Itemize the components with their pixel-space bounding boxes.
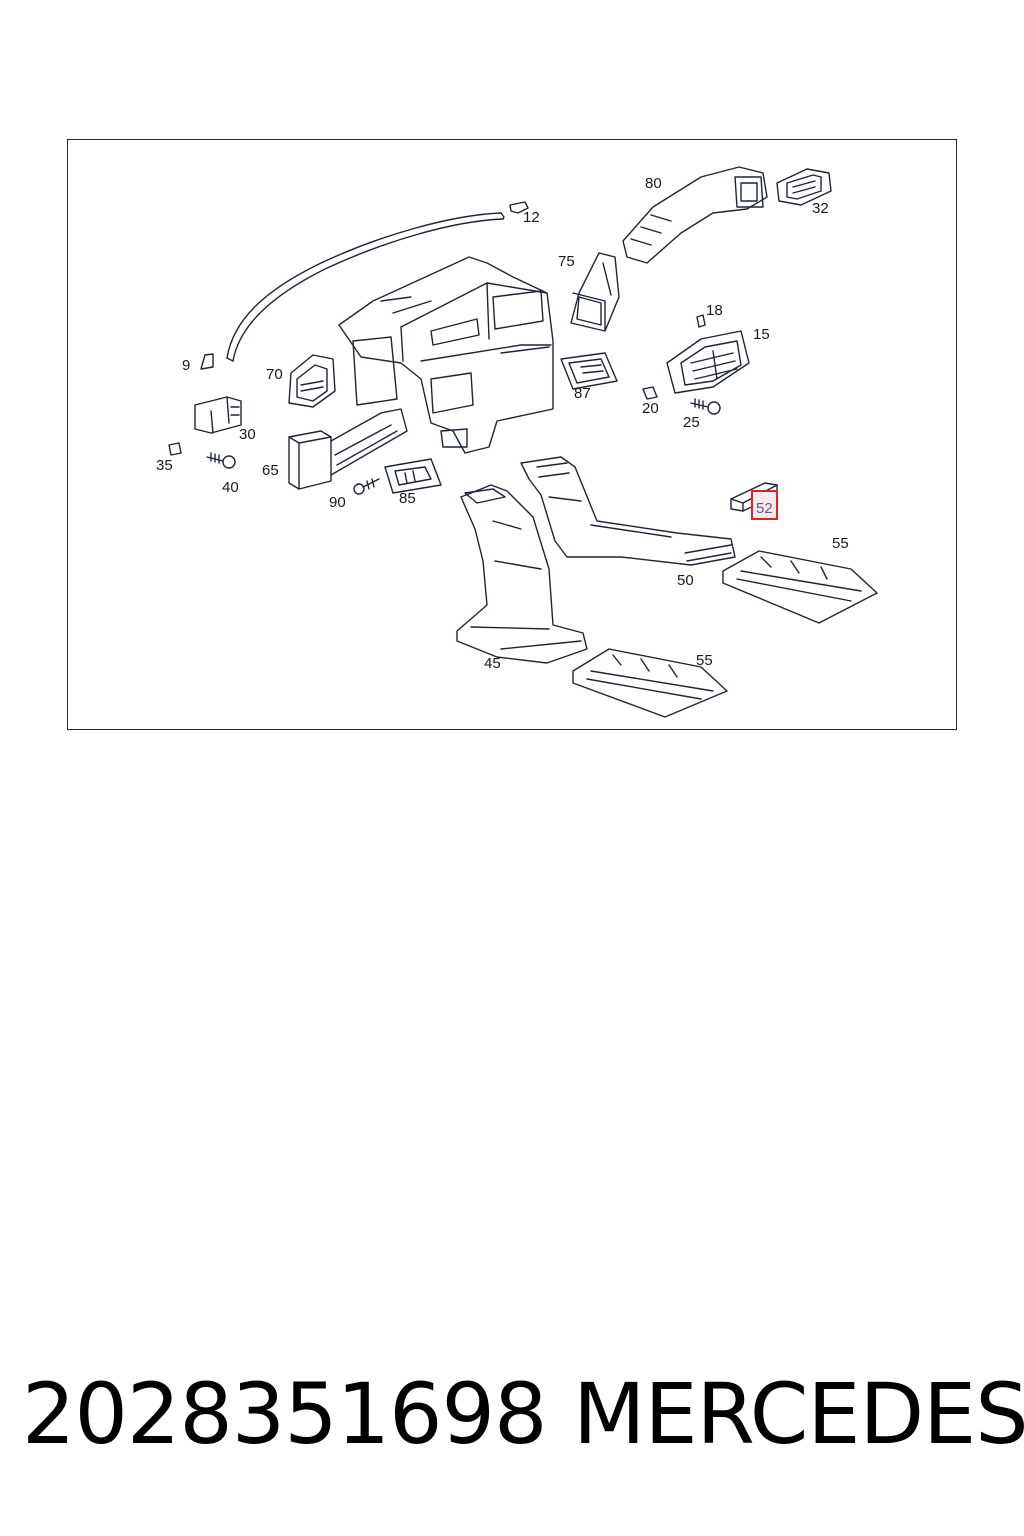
part-20-clip xyxy=(642,386,658,400)
brand-name: MERCEDES xyxy=(573,1365,1024,1463)
diagram-frame: 80 32 12 75 18 15 9 70 87 20 25 30 35 65… xyxy=(67,139,957,730)
part-87-vent xyxy=(560,352,618,390)
callout-85: 85 xyxy=(399,490,416,507)
callout-18: 18 xyxy=(706,302,723,319)
callout-52-highlighted[interactable]: 52 xyxy=(751,490,778,520)
part-50-duct xyxy=(520,456,736,566)
callout-70: 70 xyxy=(266,366,283,383)
callout-12: 12 xyxy=(523,209,540,226)
callout-35: 35 xyxy=(156,457,173,474)
callout-40: 40 xyxy=(222,479,239,496)
part-35-clip xyxy=(168,442,182,456)
part-25-screw xyxy=(690,398,721,415)
part-number: 2028351698 xyxy=(22,1365,547,1463)
callout-50: 50 xyxy=(677,572,694,589)
footer: 2028351698 MERCEDES xyxy=(0,1372,1024,1462)
part-32-vent xyxy=(776,168,832,206)
part-30-vent xyxy=(194,396,242,434)
callout-15: 15 xyxy=(753,326,770,343)
callout-90: 90 xyxy=(329,494,346,511)
callout-80: 80 xyxy=(645,175,662,192)
callout-25: 25 xyxy=(683,414,700,431)
part-15-vent xyxy=(666,330,750,394)
callout-45: 45 xyxy=(484,655,501,672)
part-80-duct xyxy=(622,166,768,264)
part-9-clip xyxy=(200,353,214,370)
part-85-vent xyxy=(384,458,442,494)
part-45-duct xyxy=(456,484,588,664)
callout-30: 30 xyxy=(239,426,256,443)
part-90-screw xyxy=(353,478,380,495)
part-65-duct xyxy=(288,408,408,490)
part-70-vent xyxy=(288,354,336,408)
callout-65: 65 xyxy=(262,462,279,479)
exploded-parts-drawing xyxy=(168,166,878,718)
part-75-duct xyxy=(570,252,620,332)
part-55-duct-upper xyxy=(722,550,878,624)
callout-87: 87 xyxy=(574,385,591,402)
part-main-duct-assembly xyxy=(338,256,554,454)
callout-55-upper: 55 xyxy=(832,535,849,552)
part-defroster-strip xyxy=(226,201,529,362)
callout-20: 20 xyxy=(642,400,659,417)
callout-9: 9 xyxy=(182,357,191,374)
callout-75: 75 xyxy=(558,253,575,270)
part-18-clip xyxy=(696,314,706,328)
part-55-duct-lower xyxy=(572,648,728,718)
callout-32: 32 xyxy=(812,200,829,217)
part-40-screw xyxy=(206,452,236,469)
callout-55-lower: 55 xyxy=(696,652,713,669)
